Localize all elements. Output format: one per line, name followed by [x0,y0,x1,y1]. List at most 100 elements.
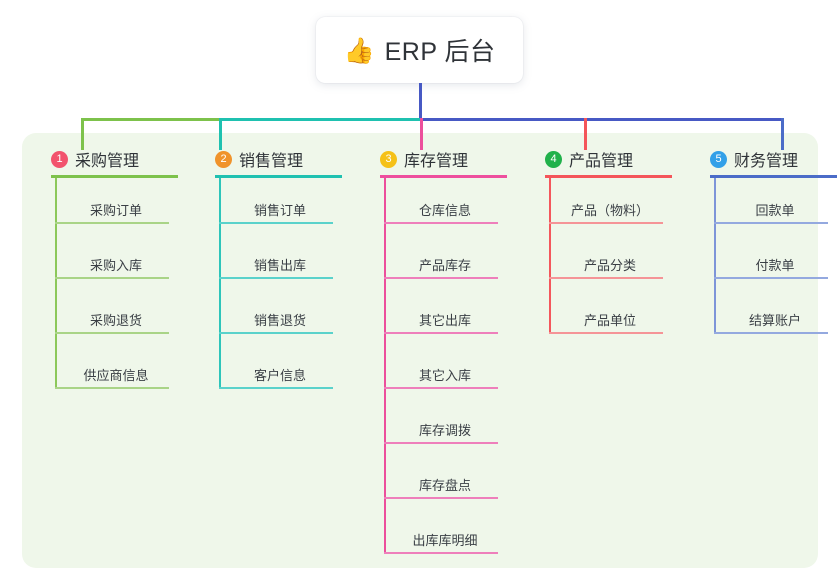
leaf-label: 客户信息 [253,368,306,383]
category-header-5[interactable]: 5 财务管理 [692,144,839,174]
category-title: 财务管理 [734,153,799,170]
drop-col-3 [420,118,423,150]
leaf-underline [55,222,169,224]
leaf-label: 供应商信息 [83,368,149,383]
bus-green [81,118,220,121]
leaf-node[interactable]: 回款单 [714,190,828,224]
leaf-underline [384,222,498,224]
category-underline [710,175,837,178]
leaf-underline [384,497,498,499]
leaf-label: 采购退货 [89,313,142,328]
leaf-node[interactable]: 采购订单 [55,190,169,224]
leaf-underline [384,387,498,389]
category-spine [219,178,221,389]
category-header-2[interactable]: 2 销售管理 [197,144,357,174]
leaf-node[interactable]: 销售订单 [219,190,333,224]
leaf-label: 销售退货 [253,313,306,328]
bus-teal [219,118,421,121]
leaf-node[interactable]: 产品（物料） [549,190,663,224]
diagram-panel [22,133,818,568]
leaf-node[interactable]: 出库库明细 [384,520,498,554]
leaf-node[interactable]: 产品单位 [549,300,663,334]
leaf-underline [219,222,333,224]
leaf-label: 产品（物料） [570,203,649,218]
drop-col-5 [781,118,784,150]
leaf-label: 其它出库 [418,313,471,328]
leaf-node[interactable]: 仓库信息 [384,190,498,224]
category-spine [549,178,551,334]
leaf-underline [55,387,169,389]
category-badge-2: 2 [215,150,232,168]
leaf-label: 销售出库 [253,258,306,273]
leaf-label: 库存盘点 [418,478,471,493]
category-title: 产品管理 [569,153,634,170]
column-产品管理: 4 产品管理产品（物料） 产品分类产品单位 [527,144,687,334]
leaf-node[interactable]: 采购入库 [55,245,169,279]
leaf-underline [384,332,498,334]
leaf-label: 产品分类 [583,258,636,273]
column-财务管理: 5 财务管理回款单付款单结算账户 [692,144,839,334]
category-underline [380,175,507,178]
category-underline [215,175,342,178]
leaf-node[interactable]: 供应商信息 [55,355,169,389]
column-销售管理: 2 销售管理销售订单销售出库销售退货客户信息 [197,144,357,389]
leaf-node[interactable]: 库存调拨 [384,410,498,444]
leaf-underline [714,277,828,279]
leaf-label: 付款单 [755,258,795,273]
leaf-label: 回款单 [755,203,795,218]
category-badge-5: 5 [710,150,727,168]
drop-col-2 [219,118,222,150]
leaf-node[interactable]: 产品库存 [384,245,498,279]
category-spine [384,178,386,554]
category-title: 采购管理 [75,153,140,170]
category-spine [714,178,716,334]
category-badge-4: 4 [545,150,562,168]
leaf-node[interactable]: 采购退货 [55,300,169,334]
category-title: 销售管理 [239,153,304,170]
leaf-underline [384,277,498,279]
leaf-node[interactable]: 结算账户 [714,300,828,334]
category-underline [545,175,672,178]
category-badge-1: 1 [51,150,68,168]
column-采购管理: 1 采购管理采购订单采购入库采购退货供应商信息 [33,144,193,389]
leaf-label: 其它入库 [418,368,471,383]
leaf-node[interactable]: 其它出库 [384,300,498,334]
category-spine [55,178,57,389]
category-header-1[interactable]: 1 采购管理 [33,144,193,174]
leaf-node[interactable]: 产品分类 [549,245,663,279]
leaf-underline [384,442,498,444]
leaf-node[interactable]: 销售出库 [219,245,333,279]
category-underline [51,175,178,178]
leaf-node[interactable]: 销售退货 [219,300,333,334]
leaf-node[interactable]: 客户信息 [219,355,333,389]
category-header-4[interactable]: 4 产品管理 [527,144,687,174]
category-badge-3: 3 [380,150,397,168]
bus-blue [420,118,782,121]
drop-col-1 [81,118,84,150]
root-stem-connector [419,83,422,121]
drop-col-4 [584,118,587,150]
leaf-label: 库存调拨 [418,423,471,438]
leaf-label: 采购订单 [89,203,142,218]
leaf-label: 结算账户 [748,313,801,328]
leaf-underline [549,277,663,279]
leaf-underline [219,387,333,389]
leaf-label: 出库库明细 [412,533,478,548]
root-node-erp-backend[interactable]: 👍 ERP 后台 [316,17,523,83]
leaf-underline [219,332,333,334]
leaf-label: 采购入库 [89,258,142,273]
leaf-underline [219,277,333,279]
leaf-underline [714,332,828,334]
thumbs-up-icon: 👍 [343,36,375,65]
leaf-node[interactable]: 库存盘点 [384,465,498,499]
leaf-underline [384,552,498,554]
leaf-node[interactable]: 付款单 [714,245,828,279]
leaf-label: 销售订单 [253,203,306,218]
root-node-title: ERP 后台 [384,38,496,66]
leaf-label: 产品库存 [418,258,471,273]
leaf-underline [55,332,169,334]
leaf-node[interactable]: 其它入库 [384,355,498,389]
